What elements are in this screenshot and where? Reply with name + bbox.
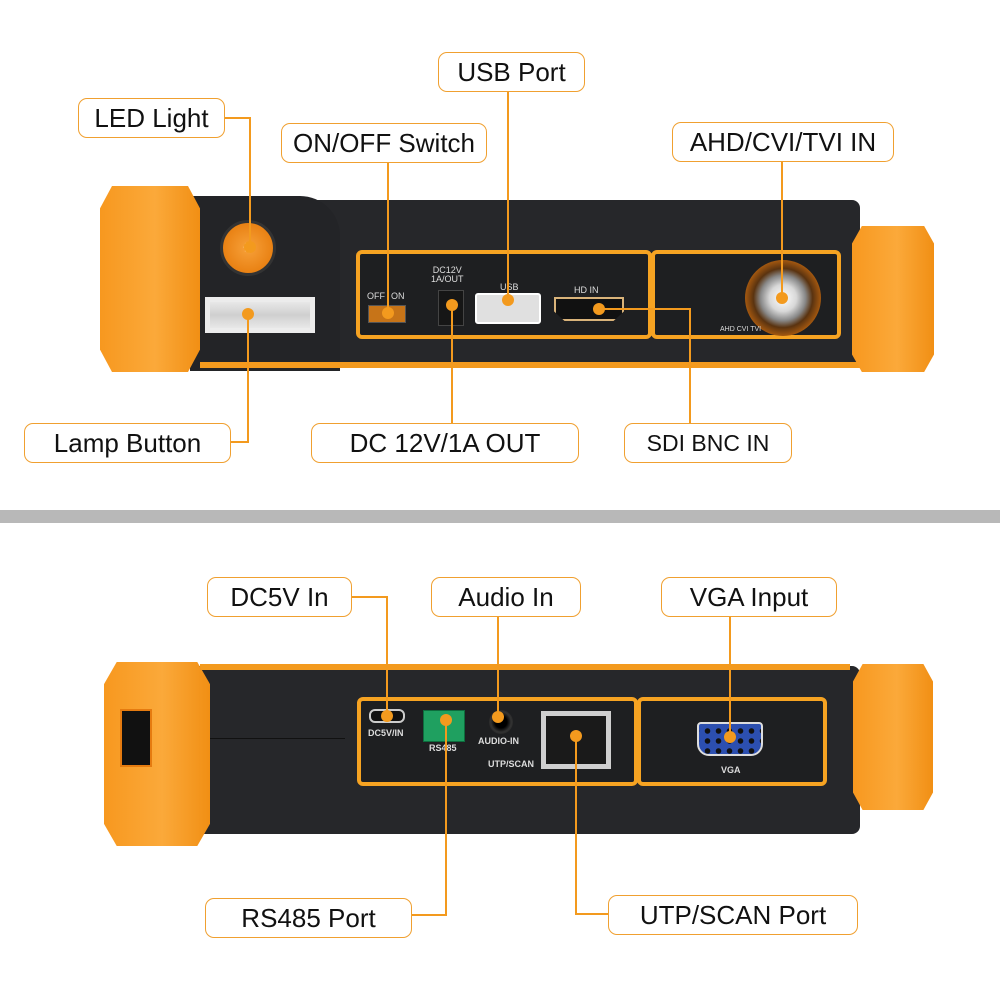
usb-label: USB xyxy=(500,282,519,292)
audio-in-leader xyxy=(497,617,499,717)
dc5v-in-leader-h xyxy=(352,596,388,598)
sdi-bnc-in-leader-h xyxy=(599,308,690,310)
vga-input-marker xyxy=(724,731,736,743)
rs485-marker xyxy=(440,714,452,726)
dc5v-in-leader-v xyxy=(386,596,388,716)
hd-in-label: HD IN xyxy=(574,285,599,295)
utp-scan-leader-h xyxy=(575,913,608,915)
lamp-button-marker xyxy=(242,308,254,320)
usb-port-leader xyxy=(507,92,509,300)
utp-scan-port-label: UTP/SCAN xyxy=(488,759,535,769)
audio-in-label: Audio In xyxy=(431,577,581,617)
audio-in-port-label: AUDIO-IN xyxy=(478,736,519,746)
side-slot[interactable] xyxy=(120,709,152,767)
dc-out-leader xyxy=(451,305,453,423)
lamp-button-label: Lamp Button xyxy=(24,423,231,463)
top-left-bumper xyxy=(100,186,200,372)
sdi-bnc-in-marker xyxy=(593,303,605,315)
section-divider xyxy=(0,510,1000,523)
vga-input-label: VGA Input xyxy=(661,577,837,617)
switch-on-label: ON xyxy=(391,291,405,301)
utp-scan-port-callout-label: UTP/SCAN Port xyxy=(608,895,858,935)
led-light-label: LED Light xyxy=(78,98,225,138)
dc5v-port-label: DC5V/IN xyxy=(368,728,404,738)
lamp-button-leader-v xyxy=(247,314,249,443)
led-light-leader-v xyxy=(249,117,251,247)
rs485-port-callout-label: RS485 Port xyxy=(205,898,412,938)
led-light-leader-h xyxy=(225,117,250,119)
bnc-label: AHD CVI TVI xyxy=(720,326,762,333)
top-right-bumper xyxy=(852,226,934,372)
bottom-right-bumper xyxy=(853,664,933,810)
top-body-strip xyxy=(200,362,860,368)
usb-port-marker xyxy=(502,294,514,306)
led-light-marker xyxy=(244,241,256,253)
rs485-leader-h xyxy=(412,914,447,916)
on-off-switch-marker xyxy=(382,307,394,319)
on-off-switch-label: ON/OFF Switch xyxy=(281,123,487,163)
sdi-bnc-in-leader-v xyxy=(689,308,691,423)
dc-out-callout-label: DC 12V/1A OUT xyxy=(311,423,579,463)
switch-off-label: OFF xyxy=(367,291,385,301)
lamp-window[interactable] xyxy=(205,297,315,333)
vga-port-label: VGA xyxy=(721,765,741,775)
ahd-cvi-tvi-in-marker xyxy=(776,292,788,304)
lamp-button-leader-h xyxy=(231,441,249,443)
sdi-bnc-in-label: SDI BNC IN xyxy=(624,423,792,463)
dc-out-label: DC12V 1A/OUT xyxy=(431,265,464,285)
on-off-switch-leader xyxy=(387,163,389,313)
bottom-body-strip xyxy=(200,664,850,670)
dc5v-in-label: DC5V In xyxy=(207,577,352,617)
ahd-cvi-tvi-in-label: AHD/CVI/TVI IN xyxy=(672,122,894,162)
bottom-body-seam xyxy=(205,738,345,739)
dc-out-marker xyxy=(446,299,458,311)
ahd-cvi-tvi-in-leader xyxy=(781,162,783,298)
utp-scan-leader-v xyxy=(575,736,577,915)
rs485-port-label: RS485 xyxy=(429,743,457,753)
audio-in-marker xyxy=(492,711,504,723)
vga-input-leader xyxy=(729,617,731,737)
utp-scan-marker xyxy=(570,730,582,742)
top-body-left-block xyxy=(190,196,340,371)
usb-port-label: USB Port xyxy=(438,52,585,92)
rs485-leader-v xyxy=(445,720,447,916)
dc5v-in-marker xyxy=(381,710,393,722)
